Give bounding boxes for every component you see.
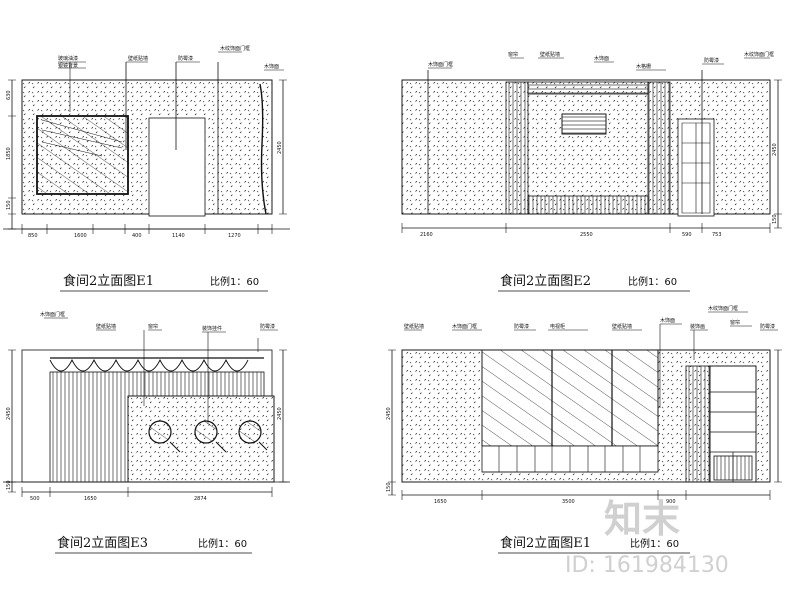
wall-outline-e1 — [21, 79, 273, 215]
caption-title-e1: 食间2立面图E1 — [63, 273, 154, 289]
dim-e4-h1: 150 — [386, 482, 392, 492]
elevation-e2 — [401, 57, 782, 233]
dim-e2-w0: 2160 — [420, 232, 433, 238]
mirror-panel — [36, 115, 129, 195]
watermark-id: ID: 161984130 — [565, 553, 729, 578]
label-e4-0: 壁纸贴墙 — [404, 323, 424, 330]
dim-e3-w2: 2874 — [194, 496, 207, 502]
dim-e4-h0: 2450 — [386, 407, 392, 420]
caption-scale-e4: 比例1：60 — [630, 537, 679, 550]
caption-title-e4: 食间2立面图E1 — [500, 535, 591, 551]
caption-scale-e2: 比例1：60 — [628, 275, 677, 288]
dim-e2-w3: 753 — [712, 232, 722, 238]
dim-e2-w1: 2550 — [580, 232, 593, 238]
label-e1-2: 壁纸贴墙 — [128, 55, 148, 62]
dim-e1-w4: 1270 — [228, 233, 241, 239]
elevation-e4 — [388, 311, 782, 500]
label-e3-2: 窗帘 — [148, 323, 158, 330]
caption-scale-e3: 比例1：60 — [198, 537, 247, 550]
label-e4-9: 防霉漆 — [760, 323, 775, 330]
dim-e1-h1: 1850 — [6, 147, 12, 160]
decor-circle-2 — [194, 420, 218, 444]
labels-e1: 玻璃油漆 银镜背景 壁纸贴墙 防霉漆 木纹饰面门框 木饰面 — [58, 45, 279, 70]
caption-e3: 食间2立面图E3 比例1：60 — [55, 535, 252, 554]
label-e3-4: 防霉漆 — [260, 323, 275, 330]
caption-e4: 食间2立面图E1 比例1：60 — [498, 535, 690, 554]
label-e1-0: 玻璃油漆 — [58, 55, 78, 62]
label-e4-8: 窗帘 — [730, 319, 740, 326]
dim-e2-h0: 2450 — [772, 143, 778, 156]
label-e2-6: 木纹饰面门框 — [744, 51, 774, 58]
dims-e1: 630 1850 2450 150 850 1600 400 1140 1270 — [6, 90, 283, 239]
dims-e4: 2450 150 1650 3500 900 — [386, 407, 676, 505]
dims-e3: 2450 2450 150 500 1650 2874 — [6, 407, 283, 502]
caption-e1: 食间2立面图E1 比例1：60 — [60, 273, 268, 292]
dim-e3-w1: 1650 — [84, 496, 97, 502]
dim-e3-h1: 2450 — [277, 407, 283, 420]
label-e2-3: 木饰面 — [594, 55, 609, 62]
label-e4-5: 木饰面 — [660, 317, 675, 324]
dim-e1-w3: 1140 — [172, 233, 185, 239]
watermark-logo: 知末 — [604, 497, 680, 541]
label-e4-7: 木纹饰面门框 — [708, 305, 738, 312]
dim-e4-w1: 3500 — [562, 499, 575, 505]
dim-e1-w0: 850 — [28, 233, 38, 239]
dim-e1-w1: 1600 — [74, 233, 87, 239]
label-e3-3: 装饰挂件 — [202, 325, 222, 332]
label-e2-1: 窗帘 — [508, 51, 518, 58]
label-e2-2: 壁纸贴墙 — [540, 51, 560, 58]
label-e4-2: 防霉漆 — [514, 323, 529, 330]
curtain-right-e2 — [647, 81, 671, 215]
label-e3-0: 木饰面门框 — [40, 311, 65, 318]
label-e2-5: 防霉漆 — [704, 57, 719, 64]
dim-e1-h2: 2450 — [277, 141, 283, 154]
dim-e2-h1: 150 — [772, 214, 778, 224]
watermark: 知末 ID: 161984130 — [565, 497, 729, 578]
decor-circle-3 — [238, 420, 262, 444]
label-e4-3: 电视柜 — [550, 323, 565, 330]
dim-e1-h0: 630 — [6, 90, 12, 100]
caption-title-e3: 食间2立面图E3 — [57, 535, 148, 551]
dim-e3-h0: 2450 — [6, 407, 12, 420]
caption-scale-e1: 比例1：60 — [210, 275, 259, 288]
dim-e4-w0: 1650 — [434, 499, 447, 505]
labels-e2: 木饰面门框 窗帘 壁纸贴墙 木饰面 木格栅 防霉漆 木纹饰面门框 — [428, 51, 774, 70]
door-e1 — [148, 117, 206, 217]
curtain-left-e2 — [505, 81, 529, 215]
decor-circle-1 — [148, 420, 172, 444]
label-e2-0: 木饰面门框 — [428, 61, 453, 68]
elevation-e1 — [3, 51, 290, 234]
label-e1-5: 木饰面 — [264, 63, 279, 70]
wall-e2 — [401, 79, 771, 215]
label-e4-1: 木饰面门框 — [452, 323, 477, 330]
dim-e1-h3: 150 — [6, 200, 12, 210]
labels-e3: 木饰面门框 壁纸贴墙 窗帘 装饰挂件 防霉漆 — [40, 311, 275, 332]
caption-e2: 食间2立面图E2 比例1：60 — [498, 273, 690, 292]
label-e1-4: 木纹饰面门框 — [220, 45, 250, 52]
dim-e2-w2: 590 — [682, 232, 692, 238]
dim-e4-w2: 900 — [666, 499, 676, 505]
label-e1-3: 防霉漆 — [178, 55, 193, 62]
dim-e3-h2: 150 — [6, 480, 12, 490]
curtain-e4 — [685, 365, 711, 483]
dim-e3-w0: 500 — [30, 496, 40, 502]
labels-e4: 壁纸贴墙 木饰面门框 防霉漆 电视柜 壁纸贴墙 木饰面 装饰画 木纹饰面门框 窗… — [404, 305, 775, 330]
label-e1-1: 银镜背景 — [58, 62, 78, 69]
label-e4-6: 装饰画 — [690, 323, 705, 330]
dim-e1-w2: 400 — [132, 233, 142, 239]
dims-e2: 2450 150 2160 2550 590 753 — [420, 143, 778, 238]
elevation-e3 — [3, 317, 290, 497]
label-e3-1: 壁纸贴墙 — [96, 323, 116, 330]
label-e2-4: 木格栅 — [636, 63, 651, 70]
label-e4-4: 壁纸贴墙 — [612, 323, 632, 330]
caption-title-e2: 食间2立面图E2 — [500, 273, 591, 289]
